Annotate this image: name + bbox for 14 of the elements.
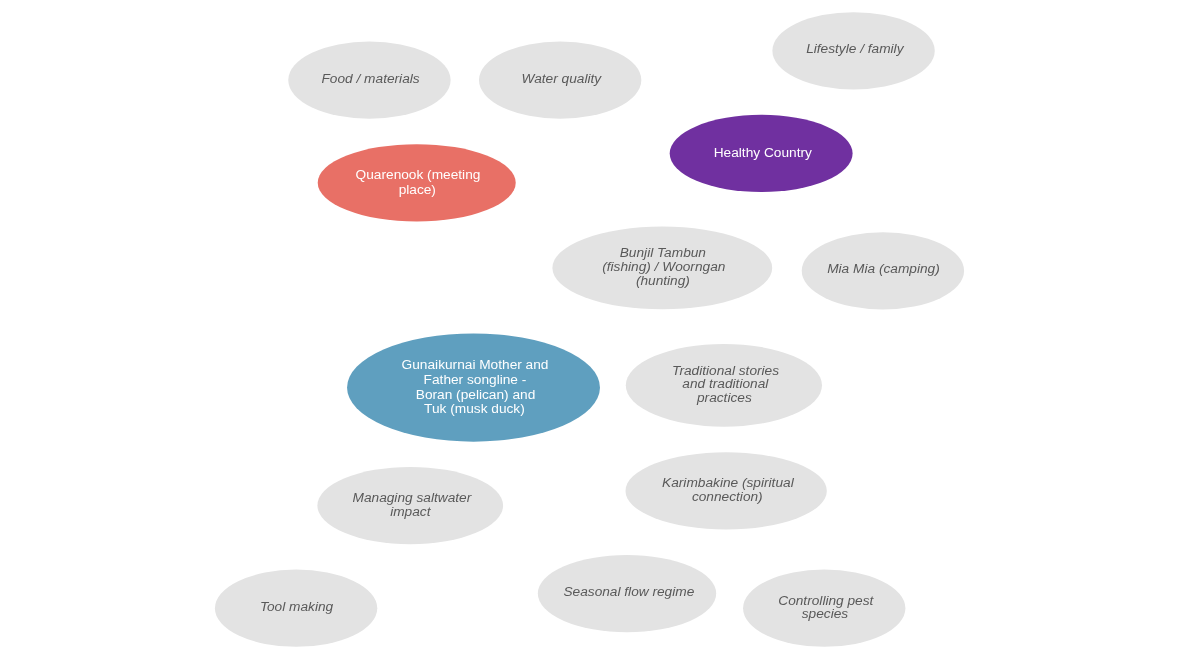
node-ellipse: Tool making [214,569,377,647]
node-ellipse: Water quality [478,41,641,119]
node-ellipse: Bunjil Tambun (fishing) / Woorngan (hunting) [551,226,772,310]
node-ellipse: Gunaikurnai Mother and Father songline - Boran (pelican) and Tuk (musk duck) [346,333,600,442]
node-ellipse: Karimbakine (spiritual connection) [625,452,827,530]
node-ellipse: Food / materials [287,41,451,119]
node-ellipse: Healthy Country [669,114,853,193]
node-ellipse: Traditional stories and traditional practices [625,343,822,427]
node-ellipse: Controlling pest species [742,569,905,647]
node-ellipse: Quarenook (meeting place) [317,144,516,222]
node-ellipse: Managing saltwater impact [316,466,503,545]
node-ellipse: Mia Mia (camping) [801,232,964,310]
node-ellipse: Seasonal flow regime [537,554,716,633]
node-ellipse: Lifestyle / family [771,12,935,90]
